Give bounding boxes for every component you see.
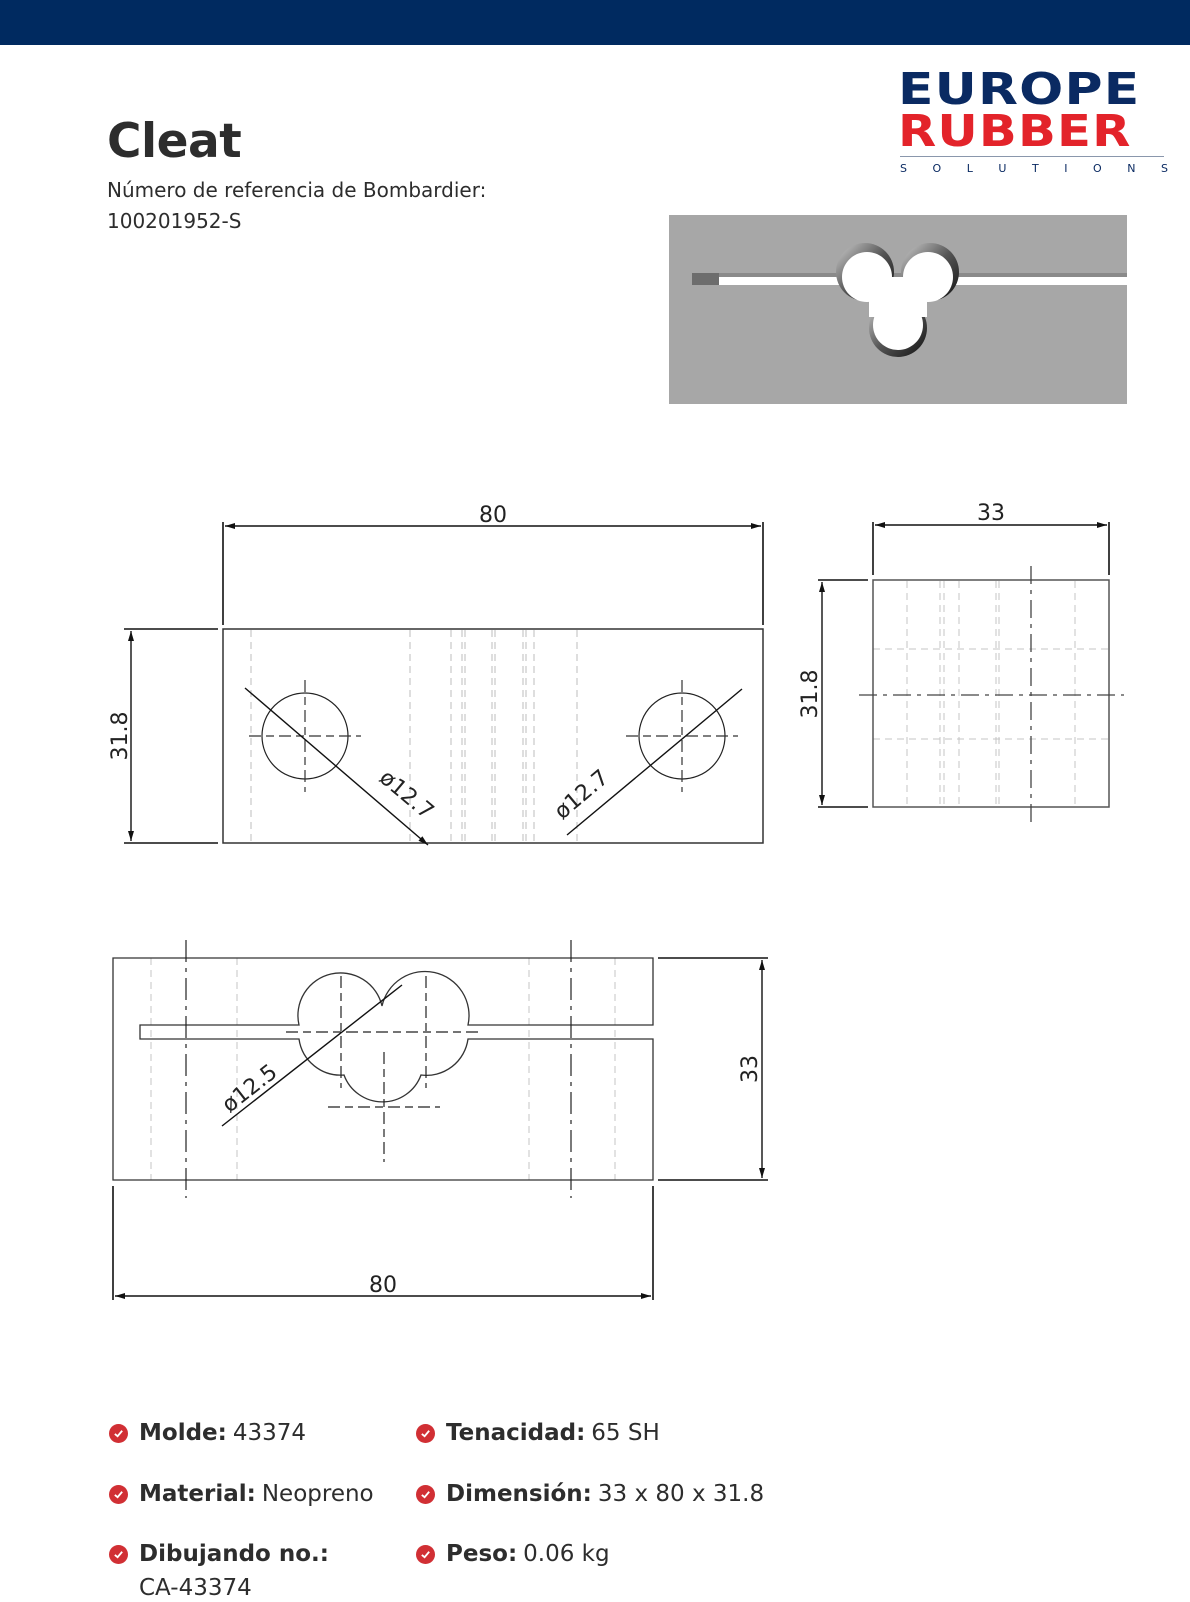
front-hole-left-dim: ø12.7	[374, 765, 438, 824]
check-circle-icon	[416, 1423, 435, 1443]
spec-material: Material: Neopreno	[109, 1481, 374, 1507]
front-hole-right-dim: ø12.7	[550, 765, 614, 824]
front-height-dim: 31.8	[108, 712, 133, 761]
side-height-dim: 31.8	[798, 670, 823, 719]
product-render-image	[669, 215, 1127, 404]
reference-label: Número de referencia de Bombardier:	[107, 178, 487, 202]
spec-dibujando: Dibujando no.:	[109, 1541, 335, 1567]
front-width-dim: 80	[479, 503, 507, 528]
header-bar	[0, 0, 1190, 45]
reference-value: 100201952-S	[107, 209, 242, 233]
spec-tenacidad: Tenacidad: 65 SH	[416, 1420, 660, 1446]
europe-rubber-logo: EUROPE RUBBER S O L U T I O N S	[898, 68, 1168, 180]
side-width-dim: 33	[977, 501, 1005, 526]
check-circle-icon	[416, 1484, 435, 1504]
side-view	[818, 522, 1124, 822]
bottom-height-dim: 33	[738, 1055, 763, 1083]
front-view	[124, 522, 764, 846]
bottom-width-dim: 80	[369, 1273, 397, 1298]
spec-dibujando-value: CA-43374	[139, 1575, 252, 1601]
cleat-3d-render	[692, 243, 1127, 357]
check-circle-icon	[109, 1423, 128, 1443]
spec-molde: Molde: 43374	[109, 1420, 306, 1446]
spec-dimension: Dimensión: 33 x 80 x 31.8	[416, 1481, 764, 1507]
check-circle-icon	[109, 1484, 128, 1504]
logo-line-europe: EUROPE	[898, 64, 1141, 115]
logo-divider	[900, 156, 1164, 157]
check-circle-icon	[109, 1544, 128, 1564]
page-title: Cleat	[107, 114, 242, 169]
logo-line-rubber: RUBBER	[898, 106, 1132, 157]
bottom-cutout-dim: ø12.5	[218, 1060, 283, 1118]
bottom-view	[112, 940, 768, 1300]
logo-tagline: S O L U T I O N S	[900, 162, 1168, 175]
check-circle-icon	[416, 1544, 435, 1564]
spec-peso: Peso: 0.06 kg	[416, 1541, 610, 1567]
